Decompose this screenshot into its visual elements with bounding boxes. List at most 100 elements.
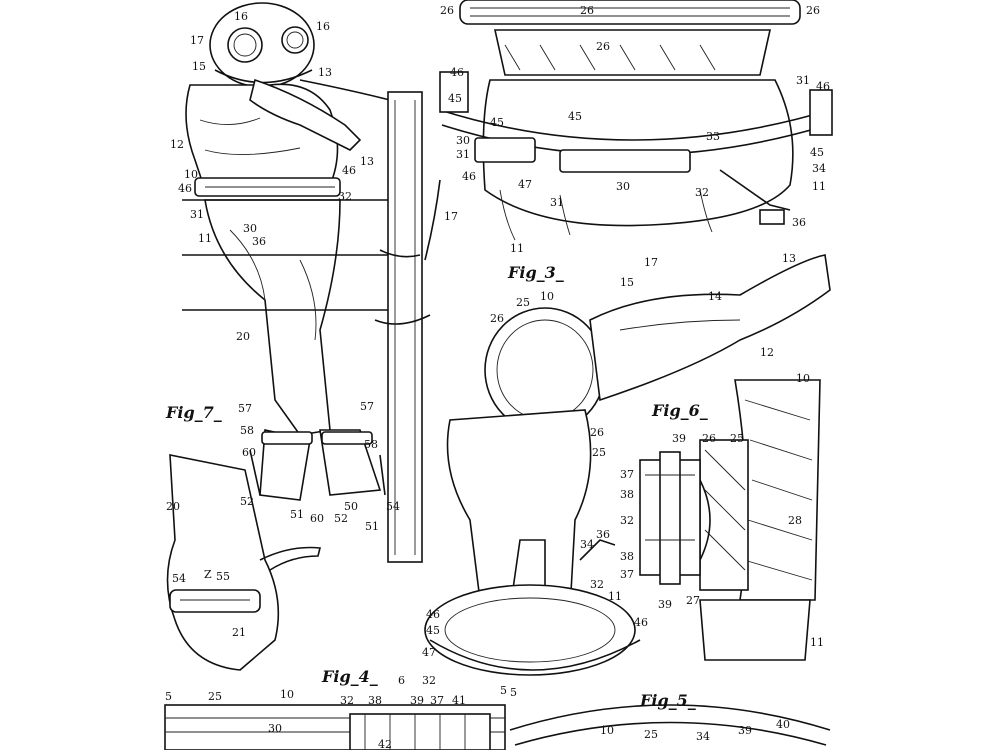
svg-text:46: 46: [462, 170, 476, 183]
svg-text:54: 54: [386, 500, 400, 513]
svg-text:30: 30: [243, 222, 257, 235]
svg-text:25: 25: [592, 446, 606, 459]
svg-text:10: 10: [796, 372, 810, 385]
fig3-reference-numerals: 26 26 26 26 46 45 30 31 45 47 46 31 30 4…: [440, 4, 830, 255]
fig7-caption: Fig_7_: [165, 403, 222, 422]
svg-text:17: 17: [444, 210, 458, 223]
fig6-reference-numerals: 10 39 26 25 37 38 32 38 37 39 27 28 11: [620, 372, 824, 649]
svg-text:11: 11: [608, 590, 622, 603]
fig4-caption: Fig_4_: [321, 667, 378, 686]
svg-text:26: 26: [702, 432, 716, 445]
svg-text:45: 45: [426, 624, 440, 637]
svg-text:5: 5: [500, 684, 507, 697]
svg-text:36: 36: [252, 235, 266, 248]
svg-text:45: 45: [568, 110, 582, 123]
svg-text:46: 46: [816, 80, 830, 93]
svg-text:50: 50: [344, 500, 358, 513]
svg-text:30: 30: [616, 180, 630, 193]
svg-text:34: 34: [812, 162, 826, 175]
svg-text:10: 10: [280, 688, 294, 701]
svg-text:25: 25: [730, 432, 744, 445]
svg-text:31: 31: [190, 208, 204, 221]
svg-text:26: 26: [596, 40, 610, 53]
svg-text:21: 21: [232, 626, 246, 639]
fig4-illustration: [424, 254, 831, 676]
svg-text:37: 37: [620, 568, 634, 581]
svg-text:39: 39: [738, 724, 752, 737]
fig3-illustration: [439, 0, 833, 241]
svg-text:25: 25: [516, 296, 530, 309]
svg-text:46: 46: [450, 66, 464, 79]
diver-reference-numerals: 16 16 17 15 13 12 10 46 31 30 36 11 32 1…: [170, 10, 458, 343]
svg-text:41: 41: [452, 694, 466, 707]
svg-text:27: 27: [686, 594, 700, 607]
svg-text:17: 17: [190, 34, 204, 47]
svg-text:10: 10: [600, 724, 614, 737]
svg-text:60: 60: [242, 446, 256, 459]
svg-text:31: 31: [796, 74, 810, 87]
svg-text:32: 32: [620, 514, 634, 527]
svg-text:57: 57: [238, 402, 252, 415]
svg-text:36: 36: [792, 216, 806, 229]
bottom-reference-numerals: 5 25 10 30 32 38 6 39 32 37 41 42 10 25 …: [208, 674, 790, 750]
svg-text:54: 54: [172, 572, 186, 585]
svg-text:12: 12: [170, 138, 184, 151]
svg-text:39: 39: [410, 694, 424, 707]
svg-text:38: 38: [368, 694, 382, 707]
svg-text:32: 32: [590, 578, 604, 591]
svg-text:16: 16: [234, 10, 248, 23]
svg-text:57: 57: [360, 400, 374, 413]
svg-text:51: 51: [365, 520, 379, 533]
svg-text:33: 33: [706, 130, 720, 143]
svg-text:15: 15: [620, 276, 634, 289]
svg-text:39: 39: [672, 432, 686, 445]
svg-text:5: 5: [165, 690, 172, 703]
bottom-section-illustration: [164, 704, 831, 750]
svg-text:58: 58: [240, 424, 254, 437]
svg-text:28: 28: [788, 514, 802, 527]
svg-text:16: 16: [316, 20, 330, 33]
svg-text:60: 60: [310, 512, 324, 525]
svg-text:47: 47: [422, 646, 436, 659]
fig3-caption: Fig_3_: [507, 263, 564, 282]
svg-text:31: 31: [550, 196, 564, 209]
svg-text:25: 25: [644, 728, 658, 741]
svg-text:45: 45: [490, 116, 504, 129]
svg-text:52: 52: [334, 512, 348, 525]
svg-text:17: 17: [644, 256, 658, 269]
svg-text:45: 45: [810, 146, 824, 159]
svg-text:38: 38: [620, 550, 634, 563]
svg-text:Z: Z: [204, 568, 212, 581]
svg-text:32: 32: [338, 190, 352, 203]
svg-text:36: 36: [596, 528, 610, 541]
svg-text:25: 25: [208, 690, 222, 703]
svg-text:26: 26: [440, 4, 454, 17]
svg-text:46: 46: [342, 164, 356, 177]
fig6-caption: Fig_6_: [651, 401, 708, 420]
svg-text:34: 34: [580, 538, 594, 551]
fig4-reference-numerals: 15 25 10 26 17 14 13 12 26 25 36 34 32 1…: [165, 252, 796, 703]
fig5-caption: Fig_5_: [639, 691, 696, 710]
diver-illustration: [182, 2, 441, 563]
svg-text:51: 51: [290, 508, 304, 521]
svg-text:37: 37: [620, 468, 634, 481]
svg-text:42: 42: [378, 738, 392, 750]
svg-text:39: 39: [658, 598, 672, 611]
svg-text:30: 30: [268, 722, 282, 735]
svg-text:40: 40: [776, 718, 790, 731]
svg-text:5: 5: [510, 686, 517, 699]
svg-text:20: 20: [236, 330, 250, 343]
svg-text:32: 32: [422, 674, 436, 687]
svg-text:32: 32: [695, 186, 709, 199]
svg-text:32: 32: [340, 694, 354, 707]
svg-text:46: 46: [426, 608, 440, 621]
svg-text:10: 10: [540, 290, 554, 303]
svg-text:26: 26: [490, 312, 504, 325]
svg-text:52: 52: [240, 495, 254, 508]
svg-text:14: 14: [708, 290, 722, 303]
fig6-illustration: [639, 379, 821, 661]
svg-text:11: 11: [198, 232, 212, 245]
svg-text:46: 46: [634, 616, 648, 629]
fig7-reference-numerals: 57 58 60 52 51 60 50 52 51 54 57 58 54 Z…: [166, 400, 400, 639]
